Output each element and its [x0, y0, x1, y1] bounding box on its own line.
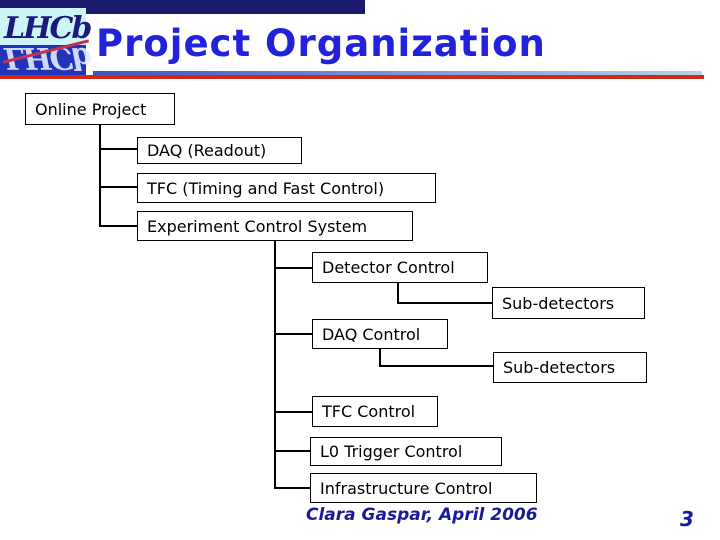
logo-background-cyan	[0, 8, 86, 45]
node-experiment-control-system: Experiment Control System	[137, 211, 413, 241]
connector-line	[274, 411, 312, 413]
node-l0-trigger-control: L0 Trigger Control	[310, 437, 502, 466]
connector-line	[99, 148, 137, 150]
connector-line	[397, 283, 399, 304]
connector-line	[397, 302, 492, 304]
header-underline-red	[0, 75, 704, 79]
top-bar	[0, 0, 365, 14]
page-title: Project Organization	[96, 22, 546, 65]
connector-line	[274, 333, 312, 335]
node-sub-detectors-1: Sub-detectors	[492, 287, 645, 319]
connector-line	[274, 487, 310, 489]
node-tfc-timing-fast-control: TFC (Timing and Fast Control)	[137, 173, 436, 203]
node-daq-control: DAQ Control	[312, 319, 448, 349]
node-detector-control: Detector Control	[312, 252, 488, 283]
page-number: 3	[680, 507, 694, 531]
author-credit: Clara Gaspar, April 2006	[306, 505, 538, 525]
node-infrastructure-control: Infrastructure Control	[310, 473, 537, 503]
node-daq-readout: DAQ (Readout)	[137, 137, 302, 164]
node-online-project: Online Project	[25, 93, 175, 125]
node-sub-detectors-2: Sub-detectors	[493, 352, 647, 383]
header-underline-blue	[93, 71, 702, 75]
node-tfc-control: TFC Control	[312, 396, 438, 427]
logo-text: LHCb	[4, 11, 92, 46]
connector-line	[274, 267, 312, 269]
connector-line	[99, 225, 137, 227]
connector-line	[379, 349, 381, 367]
connector-line	[379, 365, 493, 367]
lhcb-logo: LHCb LHCb	[0, 0, 92, 75]
connector-line	[274, 450, 310, 452]
connector-line	[274, 241, 276, 489]
connector-line	[99, 186, 137, 188]
connector-line	[99, 125, 101, 227]
